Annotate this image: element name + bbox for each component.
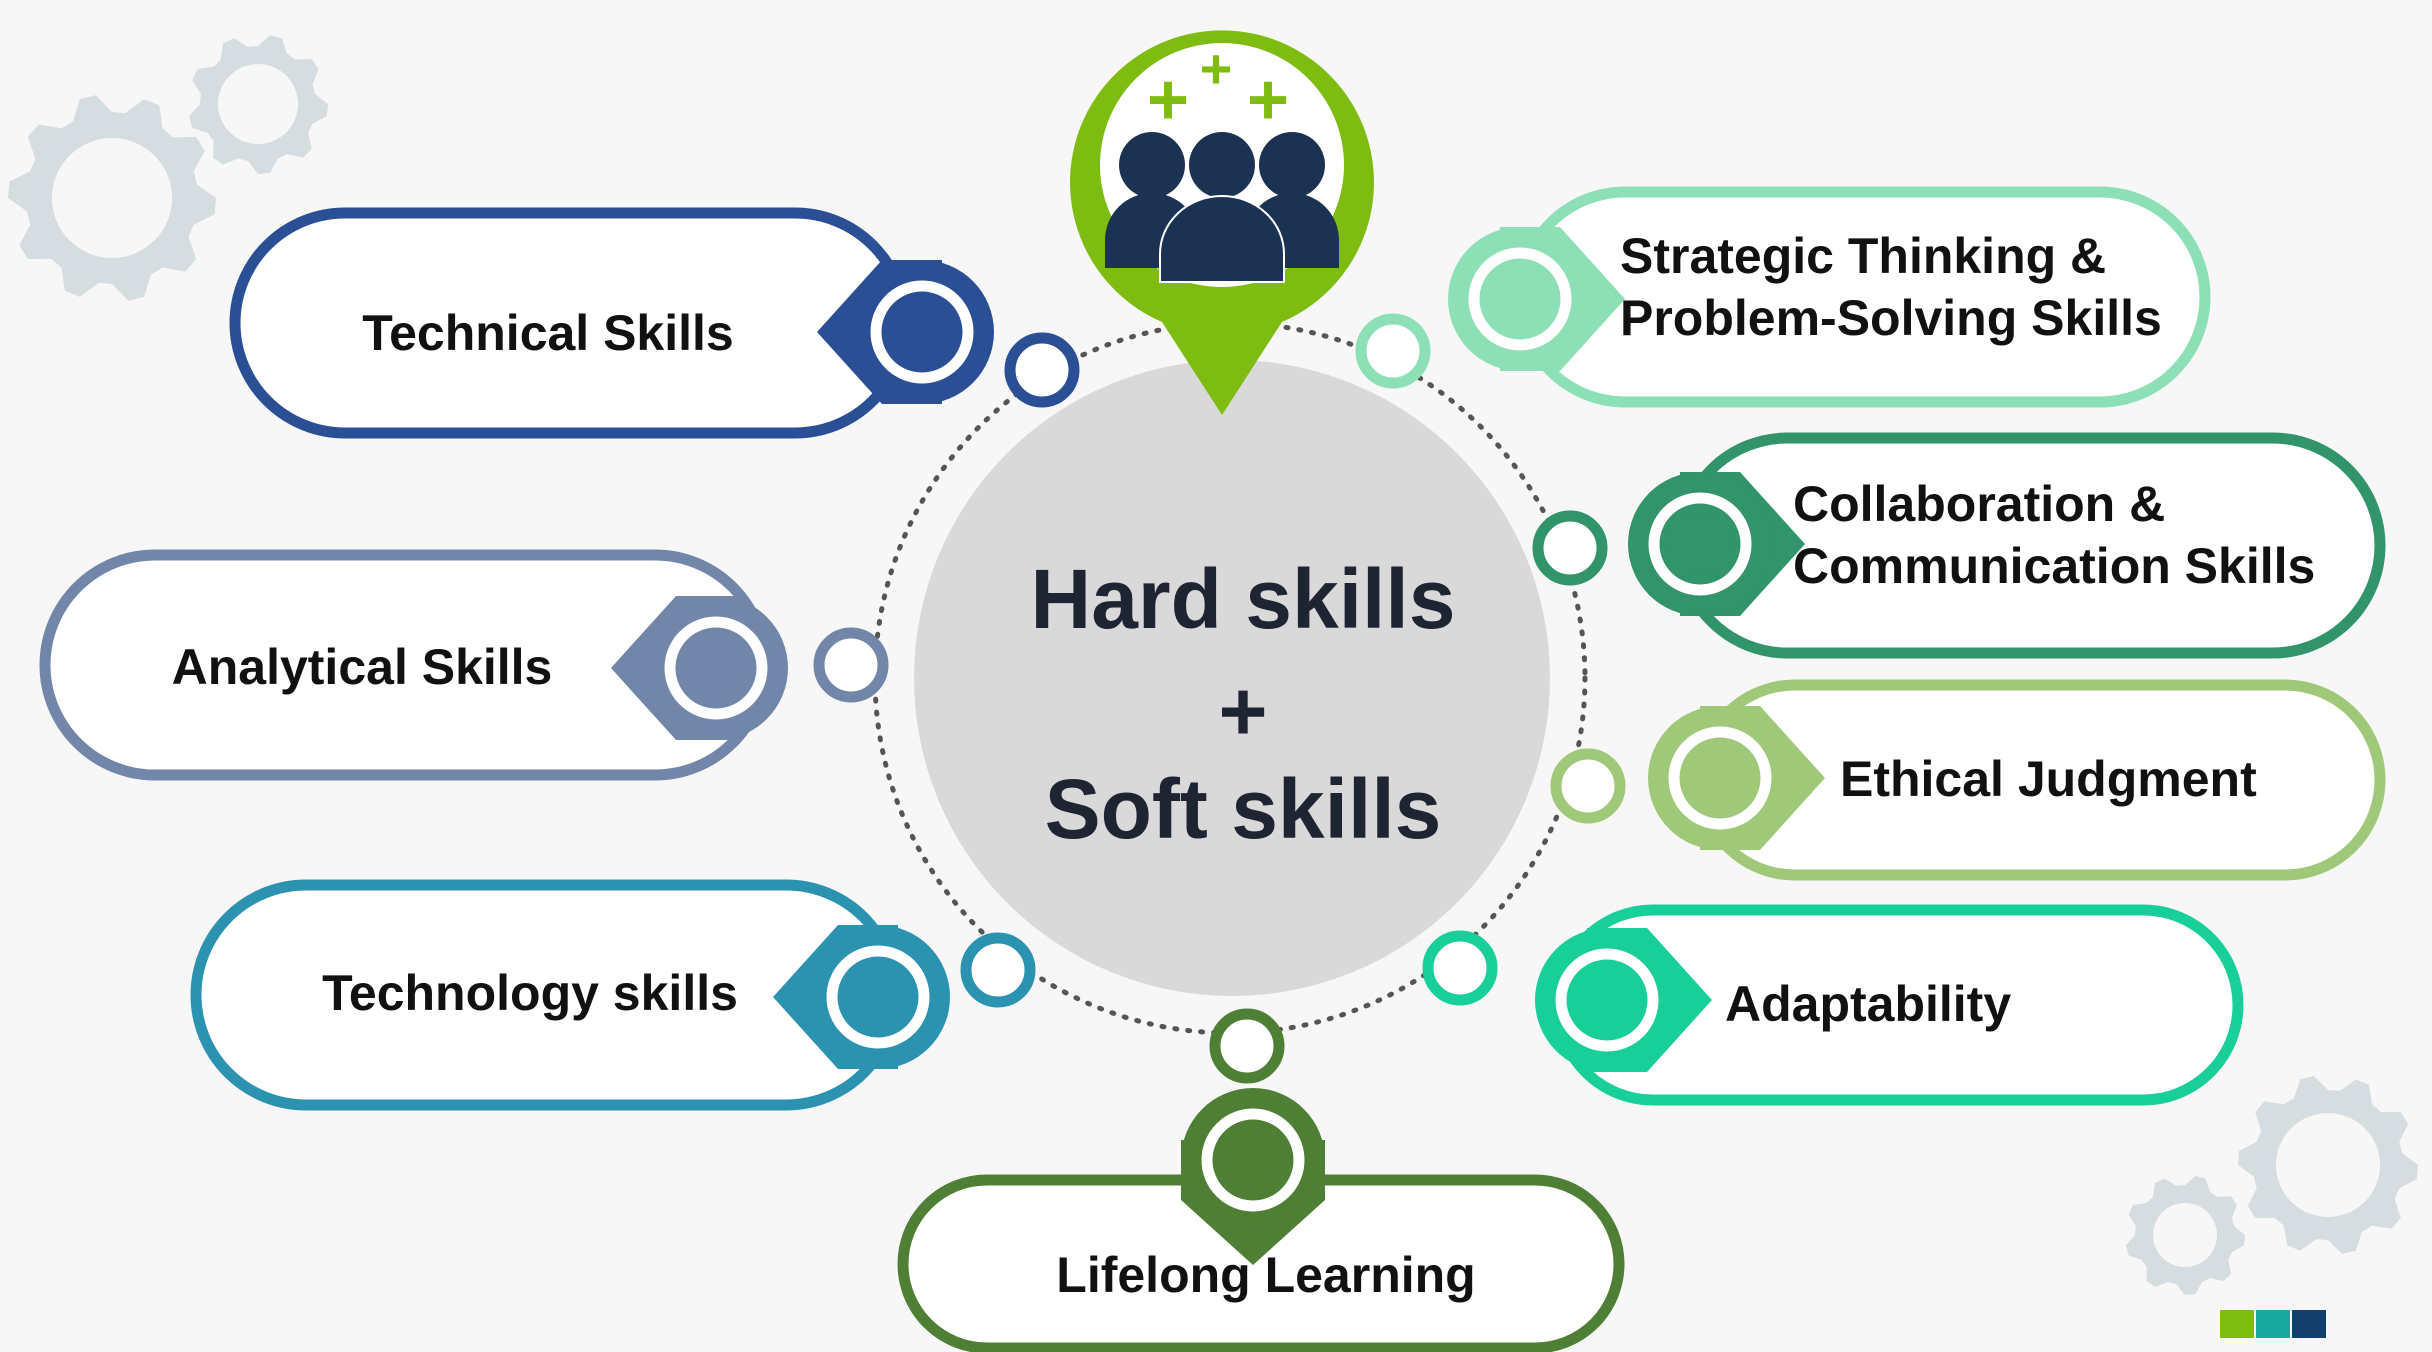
skill-analytical: Analytical Skills [39,549,889,781]
skill-label-line: Ethical Judgment [1840,751,2257,807]
plus-sign-left: + [1147,60,1189,140]
ring-connector-dot [1004,332,1080,408]
ring-connector-dot [1355,313,1431,389]
skill-label: Ethical Judgment [1840,751,2257,807]
gear-icon [2238,1076,2418,1254]
corner-square [2292,1310,2326,1338]
skill-label: Technical Skills [362,305,733,361]
corner-square [2256,1310,2290,1338]
skill-label-line: Communication Skills [1793,538,2315,594]
plus-sign-right: + [1247,60,1289,140]
ring-connector-dot [1550,748,1626,824]
skill-collaboration: Collaboration & Communication Skills [1532,432,2386,659]
skill-label: Lifelong Learning [1056,1247,1475,1303]
skill-lifelong: Lifelong Learning [897,1008,1625,1352]
plus-signs: + + + [1147,37,1289,140]
skill-label-line: Adaptability [1725,976,2011,1032]
decorative-gears [8,35,2418,1295]
ring-connector-dot [960,932,1036,1008]
gear-icon [8,95,216,301]
corner-squares [2220,1310,2326,1338]
skill-label-line: Collaboration & [1793,476,2165,532]
skill-technical: Technical Skills [229,207,1080,439]
skill-label: Technology skills [322,965,738,1021]
plus-sign-top: + [1200,37,1233,100]
gear-icon [189,35,328,174]
skill-adaptability: Adaptability [1422,904,2244,1106]
team-pin: + + + [1070,30,1374,415]
skill-label-line: Technical Skills [362,305,733,361]
ring-connector-dot [1422,930,1498,1006]
skill-badge-icon [1535,928,1712,1072]
skill-label: Collaboration & Communication Skills [1793,476,2315,594]
skill-badge-icon [1648,706,1825,850]
skill-badge-icon [817,260,994,404]
corner-square [2220,1310,2254,1338]
skill-strategic: Strategic Thinking & Problem-Solving Skil… [1355,186,2211,408]
skill-badge-icon [611,596,788,740]
skill-badge-icon [1628,472,1805,616]
team-plus-icon: + + + [1105,37,1339,283]
skill-label-line: Problem-Solving Skills [1620,290,2162,346]
ring-connector-dot [1532,510,1608,586]
skill-ethical: Ethical Judgment [1550,679,2386,881]
skill-badge-icon [1181,1088,1325,1265]
gear-icon [2125,1175,2245,1295]
center-title-hard: Hard skills [1031,552,1456,646]
ring-connector-dot [813,627,889,703]
center-circle [914,360,1550,996]
skill-label-line: Analytical Skills [172,639,553,695]
center-text: Hard skills + Soft skills [1031,552,1456,856]
center-title-soft: Soft skills [1045,762,1442,856]
skill-label-line: Lifelong Learning [1056,1247,1475,1303]
skill-badge-icon [773,925,950,1069]
skill-label-line: Strategic Thinking & [1620,228,2106,284]
skill-label-line: Technology skills [322,965,738,1021]
skill-label: Adaptability [1725,976,2011,1032]
skill-technology: Technology skills [190,879,1036,1111]
skill-label: Analytical Skills [172,639,553,695]
skill-label: Strategic Thinking & Problem-Solving Skil… [1620,228,2162,346]
center-plus: + [1218,664,1267,758]
skill-badge-icon [1448,227,1625,371]
ring-connector-dot [1209,1008,1285,1084]
